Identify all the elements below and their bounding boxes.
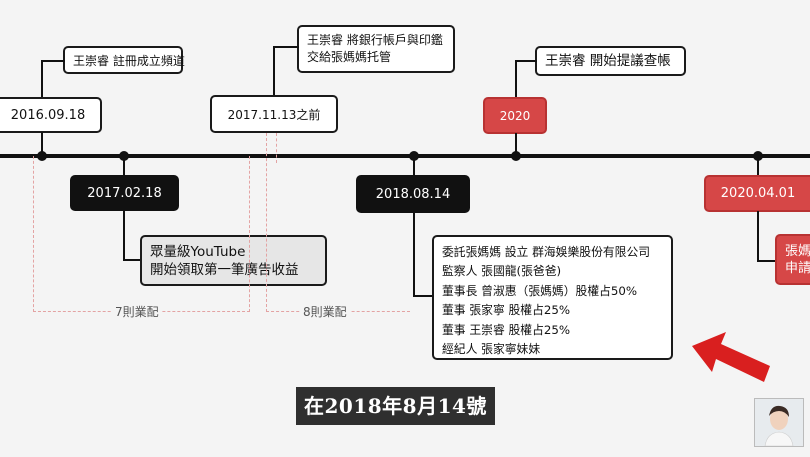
event-desc-label: 王崇睿 註冊成立頻道 <box>73 53 185 68</box>
connector <box>273 46 299 48</box>
dashed-bracket <box>266 133 410 312</box>
event-desc-label: 王崇睿 開始提議查帳 <box>545 53 671 69</box>
event-date-2020-04: 2020.04.01 <box>704 175 810 212</box>
company-info-line: 董事長 曾淑惠（張媽媽）股權占50% <box>442 283 638 298</box>
timeline-dot <box>37 151 47 161</box>
connector <box>515 60 537 62</box>
event-date-2016: 2016.09.18 <box>0 97 102 133</box>
event-date-2020: 2020 <box>483 97 547 134</box>
event-desc-line: 王崇睿 將銀行帳戶與印鑑 <box>307 33 443 47</box>
company-info-line: 董事 張家寧 股權占25% <box>442 303 571 318</box>
connector <box>41 132 43 156</box>
avatar <box>754 398 804 447</box>
dashed-bracket <box>33 156 250 312</box>
connector <box>413 212 415 296</box>
event-desc-line: 交給張媽媽托管 <box>307 50 392 64</box>
company-info-line: 委託張媽媽 設立 群海娛樂股份有限公司 <box>442 245 651 259</box>
connector <box>273 46 275 96</box>
event-desc-2020-04: 張媽 申請 <box>775 234 810 285</box>
connector <box>757 211 759 261</box>
event-desc-youtube: 眾量級YouTube 開始領取第一筆廣告收益 <box>140 235 327 286</box>
subtitle-caption: 在2018年8月14號 <box>296 387 495 425</box>
connector <box>515 60 517 98</box>
timeline-dot <box>511 151 521 161</box>
connector <box>413 295 435 297</box>
event-desc-line: 張媽 <box>785 243 810 259</box>
company-info-line: 董事 王崇睿 股權占25% <box>442 322 571 337</box>
deal-count-label: 7則業配 <box>112 303 162 320</box>
event-date-2017-11: 2017.11.13之前 <box>210 95 338 133</box>
timeline-axis <box>0 154 810 158</box>
event-date-label: 2016.09.18 <box>10 107 86 123</box>
event-desc-line: 開始領取第一筆廣告收益 <box>150 261 299 278</box>
event-desc-audit: 王崇睿 開始提議查帳 <box>535 46 686 76</box>
event-desc-registered: 王崇睿 註冊成立頻道 <box>63 46 185 74</box>
event-date-label: 2017.11.13之前 <box>227 107 321 122</box>
connector <box>123 156 125 176</box>
event-date-label: 2020 <box>499 108 531 123</box>
company-info-line: 經紀人 張家寧妹妹 <box>442 342 541 357</box>
event-date-2017-02: 2017.02.18 <box>70 175 179 211</box>
company-info-line: 監察人 張國龍(張爸爸) <box>442 264 562 279</box>
event-date-label: 2018.08.14 <box>375 186 451 202</box>
connector <box>413 156 415 176</box>
event-desc-bank: 王崇睿 將銀行帳戶與印鑑 交給張媽媽托管 <box>297 25 455 73</box>
dashed-bracket <box>276 133 277 163</box>
connector <box>123 210 125 260</box>
event-desc-line: 申請 <box>785 260 810 276</box>
connector <box>757 260 777 262</box>
event-date-2018: 2018.08.14 <box>356 175 470 213</box>
connector <box>757 156 759 176</box>
event-date-label: 2020.04.01 <box>720 186 796 201</box>
connector <box>41 60 43 98</box>
connector <box>123 259 143 261</box>
connector <box>515 133 517 156</box>
event-desc-line: 眾量級YouTube <box>150 243 246 260</box>
red-arrow-icon <box>692 332 770 382</box>
deal-count-label: 8則業配 <box>300 303 350 320</box>
connector <box>41 60 65 62</box>
company-info-box: 委託張媽媽 設立 群海娛樂股份有限公司 監察人 張國龍(張爸爸) 董事長 曾淑惠… <box>432 235 673 360</box>
event-date-label: 2017.02.18 <box>87 185 162 201</box>
